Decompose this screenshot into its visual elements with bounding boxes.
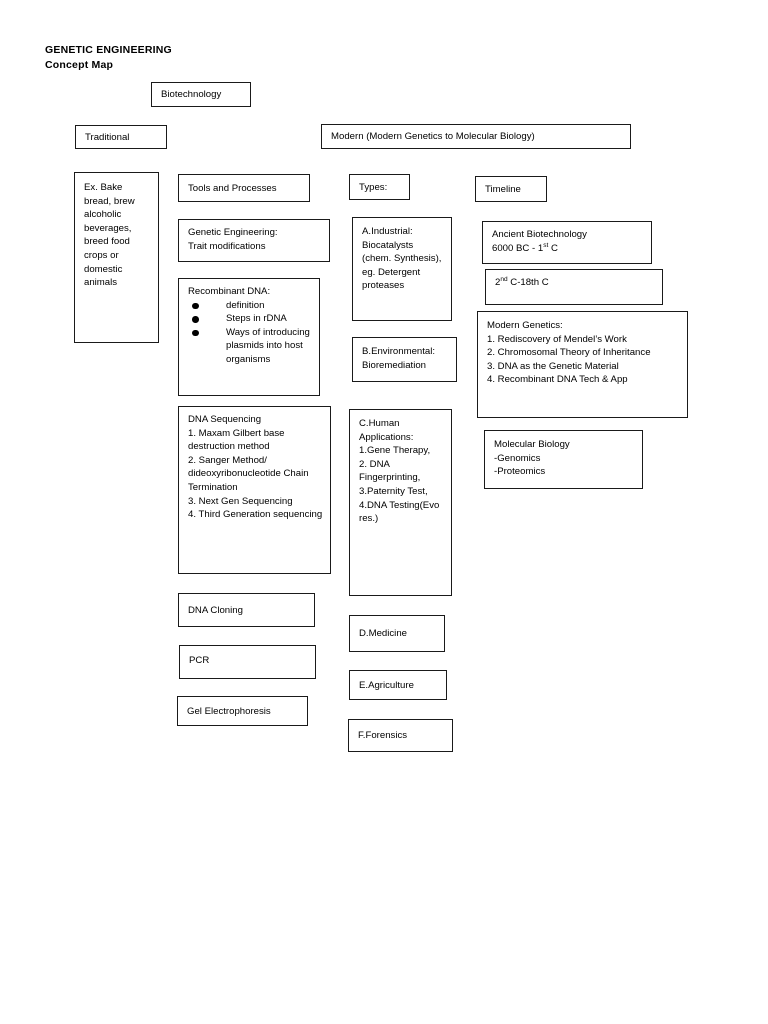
list-item: definition [188,299,312,313]
type-environmental-line2: Bioremediation [362,359,426,371]
node-type-industrial[interactable]: A.Industrial: Biocatalysts (chem. Synthe… [352,217,452,321]
ancient-biotechnology-line1: Ancient Biotechnology [492,229,587,240]
ancient-range-prefix: 6000 BC - 1 [492,242,544,254]
tools-and-processes-label: Tools and Processes [188,182,277,194]
modern-genetics-item-2: 3. DNA as the Genetic Material [487,360,619,372]
timeline-label: Timeline [485,183,521,195]
human-applications-heading-line1: C.Human [359,418,400,429]
node-dna-cloning[interactable]: DNA Cloning [178,593,315,627]
node-modern-label: Modern (Modern Genetics to Molecular Bio… [331,131,535,143]
human-applications-item-0: 1.Gene Therapy, [359,445,431,457]
type-agriculture-label: E.Agriculture [359,679,414,691]
ancient-range-superscript: st [543,241,549,249]
second-century-superscript: nd [500,275,508,283]
recombinant-dna-bullet-list: definition Steps in rDNA Ways of introdu… [188,299,312,367]
node-recombinant-dna[interactable]: Recombinant DNA: definition Steps in rDN… [178,278,320,396]
type-environmental-line1: B.Environmental: [362,346,436,357]
node-modern[interactable]: Modern (Modern Genetics to Molecular Bio… [321,124,631,149]
modern-genetics-item-3: 4. Recombinant DNA Tech & App [487,374,628,386]
modern-genetics-item-1: 2. Chromosomal Theory of Inheritance [487,347,651,359]
list-item: Steps in rDNA [188,312,312,326]
human-applications-item-3: 4.DNA Testing(Evo res.) [359,499,440,525]
type-medicine-label: D.Medicine [359,628,407,640]
node-timeline[interactable]: Timeline [475,176,547,202]
page-title: GENETIC ENGINEERING [45,44,172,56]
dna-sequencing-item-1: 2. Sanger Method/ dideoxyribonucleotide … [188,454,309,494]
recombinant-dna-bullet-1: Steps in rDNA [226,313,287,325]
genetic-engineering-line1: Genetic Engineering: [188,227,278,238]
node-type-environmental[interactable]: B.Environmental: Bioremediation [352,337,457,382]
node-types[interactable]: Types: [349,174,410,200]
dna-sequencing-item-0: 1. Maxam Gilbert base destruction method [188,427,285,453]
node-type-human-applications[interactable]: C.Human Applications: 1.Gene Therapy, 2.… [349,409,452,596]
modern-genetics-item-0: 1. Rediscovery of Mendel’s Work [487,333,627,345]
molecular-biology-item-0: -Genomics [494,452,541,464]
gel-electrophoresis-label: Gel Electrophoresis [187,705,271,717]
types-label: Types: [359,181,388,193]
node-biotechnology[interactable]: Biotechnology [151,82,251,107]
node-type-medicine[interactable]: D.Medicine [349,615,445,652]
ancient-range-suffix: C [548,242,558,254]
traditional-examples-text: Ex. Bake bread, brew alcoholic beverages… [84,182,135,289]
second-century-prefix: 2 [495,277,501,288]
recombinant-dna-bullet-0: definition [226,299,265,311]
recombinant-dna-heading: Recombinant DNA: [188,286,271,297]
node-dna-sequencing[interactable]: DNA Sequencing 1. Maxam Gilbert base des… [178,406,331,574]
human-applications-item-1: 2. DNA Fingerprinting, [359,458,421,484]
bullet-dot-icon [192,302,199,310]
genetic-engineering-line2: Trait modifications [188,240,266,252]
molecular-biology-item-1: -Proteomics [494,466,546,478]
node-pcr[interactable]: PCR [179,645,316,679]
node-genetic-engineering[interactable]: Genetic Engineering: Trait modifications [178,219,330,262]
second-century-suffix: C-18th C [507,277,549,288]
node-traditional-examples[interactable]: Ex. Bake bread, brew alcoholic beverages… [74,172,159,343]
node-traditional[interactable]: Traditional [75,125,167,149]
type-forensics-label: F.Forensics [358,730,408,742]
recombinant-dna-bullet-2: Ways of introducing plasmids into host o… [226,326,310,366]
node-tools-and-processes[interactable]: Tools and Processes [178,174,310,202]
list-item: Ways of introducing plasmids into host o… [188,326,312,367]
node-molecular-biology[interactable]: Molecular Biology -Genomics -Proteomics [484,430,643,489]
human-applications-heading-line2: Applications: [359,431,414,443]
node-biotechnology-label: Biotechnology [161,89,222,101]
node-traditional-label: Traditional [85,131,130,143]
modern-genetics-heading: Modern Genetics: [487,320,563,331]
node-modern-genetics[interactable]: Modern Genetics: 1. Rediscovery of Mende… [477,311,688,418]
type-industrial-text: A.Industrial: Biocatalysts (chem. Synthe… [362,226,442,292]
dna-sequencing-item-2: 3. Next Gen Sequencing [188,495,293,507]
page-subtitle: Concept Map [45,59,114,71]
dna-cloning-label: DNA Cloning [188,604,243,616]
node-type-forensics[interactable]: F.Forensics [348,719,453,752]
pcr-label: PCR [189,655,210,666]
molecular-biology-heading: Molecular Biology [494,439,570,450]
node-type-agriculture[interactable]: E.Agriculture [349,670,447,700]
bullet-dot-icon [192,329,199,337]
node-gel-electrophoresis[interactable]: Gel Electrophoresis [177,696,308,726]
ancient-biotechnology-line2: 6000 BC - 1st C [492,242,644,256]
node-ancient-biotechnology[interactable]: Ancient Biotechnology 6000 BC - 1st C [482,221,652,264]
dna-sequencing-heading: DNA Sequencing [188,414,262,425]
second-to-18th-text: 2nd C-18th C [495,276,655,290]
human-applications-item-2: 3.Paternity Test, [359,486,428,498]
dna-sequencing-item-3: 4. Third Generation sequencing [188,509,323,521]
bullet-dot-icon [192,316,199,323]
node-second-to-18th-century[interactable]: 2nd C-18th C [485,269,663,305]
